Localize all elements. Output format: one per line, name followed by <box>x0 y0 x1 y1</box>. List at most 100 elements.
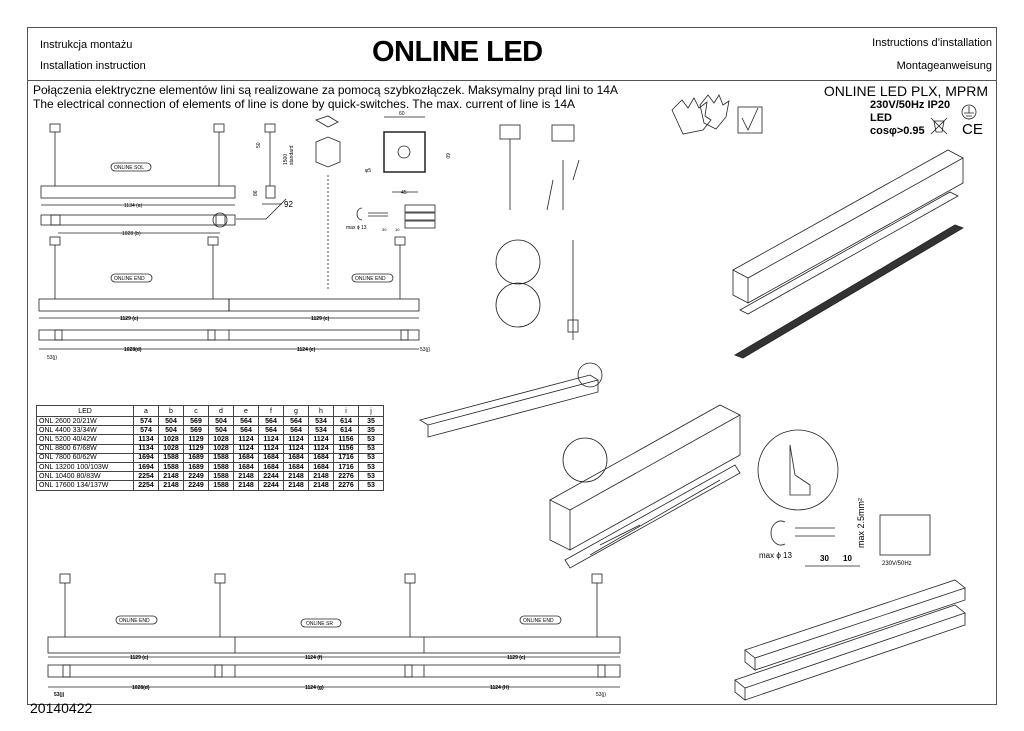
dim-phi5: φ5 <box>365 168 371 174</box>
dimension-cell: 2148 <box>308 471 334 482</box>
dimension-cell: 2148 <box>283 480 309 491</box>
model-cell: ONL 5200 40/42W <box>36 434 134 445</box>
drawing-online-end-pair: ONLINE END ONLINE END 1129 (c) 1129 (c) … <box>38 236 430 361</box>
column-header: b <box>158 405 184 417</box>
dim-max13: max ϕ 13 <box>759 551 792 560</box>
dim-10: 10 <box>843 554 852 563</box>
dim-60-top: 60 <box>399 111 405 117</box>
column-header: d <box>208 405 234 417</box>
spec-cos: cosφ>0.95 <box>870 125 925 137</box>
dimension-cell: 2148 <box>308 480 334 491</box>
dimension-cell: 53 <box>358 461 384 473</box>
dimension-cell: 2244 <box>258 471 284 482</box>
dimension-cell: 564 <box>283 415 309 427</box>
dim-c-1: 1129 (c) <box>120 316 139 322</box>
dim-60-side: 60 <box>444 153 450 159</box>
dim-f: 1124 (f) <box>305 655 323 661</box>
dim-max25: max 2.5mm² <box>856 498 866 548</box>
dimension-cell: 2276 <box>333 471 359 482</box>
dim-j-3: 53(j) <box>54 692 65 698</box>
dimension-cell: 2249 <box>183 471 209 482</box>
dimension-cell: 53 <box>358 471 384 482</box>
dim-e: 1124 (e) <box>297 347 316 353</box>
model-cell: ONL 13200 100/103W <box>36 461 134 473</box>
drawing-exploded-luminaire <box>732 149 964 359</box>
dim-86: 86 <box>253 190 259 196</box>
dimension-cell: 2148 <box>233 480 259 491</box>
dimension-cell: 564 <box>283 425 309 436</box>
model-cell: ONL 4400 33/34W <box>36 425 134 436</box>
dim-92: 92 <box>284 200 293 209</box>
page-frame <box>27 27 997 705</box>
dimension-cell: 1028 <box>208 443 234 454</box>
spec-voltage: 230V/50Hz IP20 <box>870 99 951 111</box>
dimension-cell: 504 <box>158 425 184 436</box>
label-online-sol: ONLINE SOL <box>114 165 144 171</box>
dimension-cell: 1684 <box>233 452 259 463</box>
drawing-canopy-steps <box>495 124 580 340</box>
dimension-cell: 1684 <box>308 452 334 463</box>
dim-45: 45 <box>401 190 407 196</box>
intro-polish: Połączenia elektryczne elementów lini są… <box>33 83 618 97</box>
ce-mark-icon: CE <box>962 121 983 138</box>
dim-j-left: 53(j) <box>47 355 57 361</box>
dimension-cell: 1028 <box>158 434 184 445</box>
dim-b: 1028 (b) <box>122 231 141 237</box>
dimension-cell: 1684 <box>283 461 309 473</box>
model-cell: ONL 10400 80/83W <box>36 471 134 482</box>
dimension-cell: 1129 <box>183 443 209 454</box>
dimension-cell: 2148 <box>158 471 184 482</box>
column-header: c <box>183 405 209 417</box>
dimension-cell: 53 <box>358 452 384 463</box>
dimension-cell: 35 <box>358 425 384 436</box>
dimension-cell: 614 <box>333 425 359 436</box>
dimension-cell: 1588 <box>158 461 184 473</box>
dimension-cell: 1689 <box>183 452 209 463</box>
dim-c-3: 1129 (c) <box>130 655 149 661</box>
weee-bin-icon <box>930 117 948 135</box>
dim-50: 50 <box>256 142 262 148</box>
product-name: ONLINE LED PLX, MPRM <box>823 83 988 99</box>
column-header: a <box>133 405 159 417</box>
dimension-cell: 569 <box>183 425 209 436</box>
dimension-cell: 1684 <box>258 461 284 473</box>
drawing-online-sol: ONLINE SOL 1134 (a) 1028 (b) <box>40 123 287 237</box>
dimension-cell: 2254 <box>133 480 159 491</box>
dimension-cell: 2276 <box>333 480 359 491</box>
drawing-connector-detail: max ϕ 13 30 10 max 2.5mm² 230V/50Hz <box>757 429 931 567</box>
label-online-end-4: ONLINE END <box>523 618 554 624</box>
dimension-cell: 1588 <box>208 452 234 463</box>
dimension-cell: 2254 <box>133 471 159 482</box>
dimension-cell: 564 <box>258 415 284 427</box>
dimension-cell: 564 <box>233 415 259 427</box>
dimension-cell: 1134 <box>133 443 159 454</box>
dimension-cell: 534 <box>308 415 334 427</box>
dim-j-4: 53(j) <box>596 692 606 698</box>
dimension-cell: 574 <box>133 425 159 436</box>
dimension-cell: 2148 <box>233 471 259 482</box>
model-cell: ONL 2600 20/21W <box>36 415 134 427</box>
dimension-cell: 1694 <box>133 452 159 463</box>
label-online-sr: ONLINE SR <box>306 621 333 627</box>
column-header: LED <box>36 405 134 417</box>
label-voltage: 230V/50Hz <box>882 561 912 567</box>
dimension-cell: 53 <box>358 434 384 445</box>
dimension-cell: 574 <box>133 415 159 427</box>
dimension-cell: 53 <box>358 480 384 491</box>
dim-d: 1028(d) <box>124 347 142 353</box>
header-right-bottom: Montageanweisung <box>896 60 992 72</box>
dim-c-2: 1129 (c) <box>311 316 330 322</box>
drawing-luminaire-connection <box>419 362 741 569</box>
dimension-cell: 1588 <box>208 471 234 482</box>
product-specs: 230V/50Hz IP20 LED cosφ>0.95 <box>870 99 950 138</box>
dimension-cell: 504 <box>208 415 234 427</box>
column-header: h <box>308 405 334 417</box>
dimension-cell: 1028 <box>158 443 184 454</box>
